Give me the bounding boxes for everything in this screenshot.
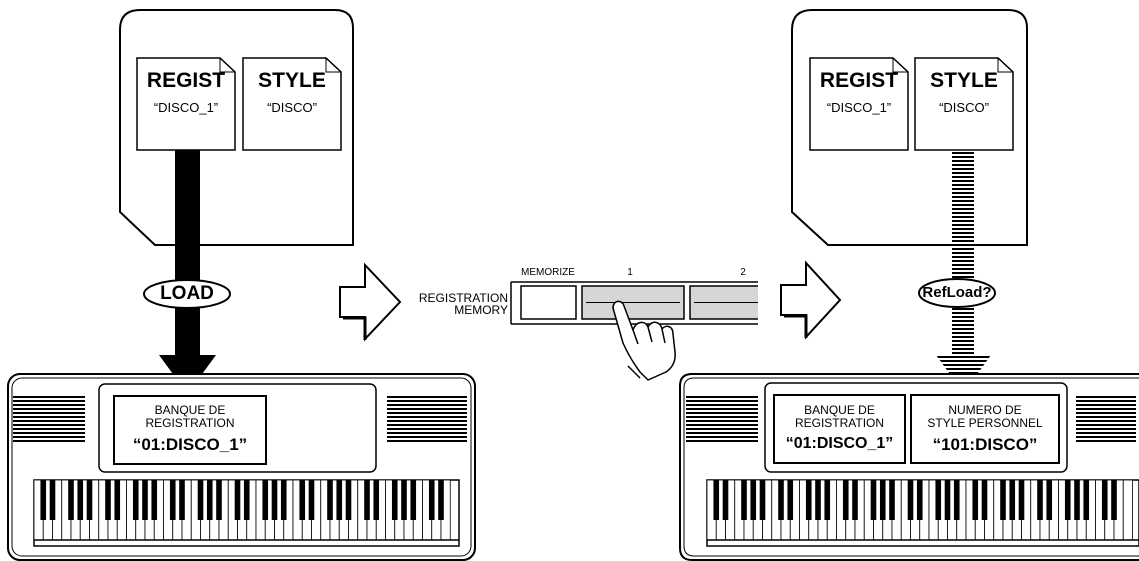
black-key: [105, 480, 111, 520]
black-key: [133, 480, 139, 520]
black-key: [972, 480, 978, 520]
display-value: “01:DISCO_1”: [114, 436, 266, 453]
display-label: BANQUE DE REGISTRATION: [774, 404, 905, 430]
document-name: “DISCO”: [243, 101, 341, 114]
button-2-label: 2: [733, 268, 753, 278]
black-key: [216, 480, 222, 520]
black-key: [327, 480, 333, 520]
document-name: “DISCO_1”: [810, 101, 908, 114]
black-key: [87, 480, 93, 520]
black-key: [281, 480, 287, 520]
black-key: [1074, 480, 1080, 520]
black-key: [871, 480, 877, 520]
black-key: [207, 480, 213, 520]
black-key: [815, 480, 821, 520]
registration-button-2[interactable]: [690, 286, 758, 319]
piano-keys-left: [34, 480, 459, 546]
display-label-line2: STYLE PERSONNEL: [911, 417, 1059, 430]
piano-keys-right: [707, 480, 1139, 546]
keyboard-right: [680, 374, 1139, 560]
black-key: [309, 480, 315, 520]
right-arrow-1: [340, 265, 400, 340]
black-key: [262, 480, 268, 520]
black-key: [68, 480, 74, 520]
display-value: “101:DISCO”: [911, 436, 1059, 453]
black-key: [1102, 480, 1108, 520]
black-key: [244, 480, 250, 520]
black-key: [142, 480, 148, 520]
black-key: [429, 480, 435, 520]
black-key: [235, 480, 241, 520]
black-key: [364, 480, 370, 520]
black-key: [917, 480, 923, 520]
memorize-button[interactable]: [521, 286, 576, 319]
document-title: STYLE: [915, 70, 1013, 91]
document-title: REGIST: [137, 70, 235, 91]
registration-button-1[interactable]: [582, 286, 684, 319]
black-key: [179, 480, 185, 520]
registration-memory-label: REGISTRATION MEMORY: [400, 292, 508, 316]
black-key: [392, 480, 398, 520]
black-key: [336, 480, 342, 520]
black-key: [935, 480, 941, 520]
black-key: [741, 480, 747, 520]
black-key: [1111, 480, 1117, 520]
black-key: [1083, 480, 1089, 520]
black-key: [1037, 480, 1043, 520]
display-label: BANQUE DE REGISTRATION: [114, 404, 266, 430]
right-arrow-2: [781, 263, 840, 338]
black-key: [299, 480, 305, 520]
black-key: [401, 480, 407, 520]
load-label: LOAD: [144, 284, 230, 303]
black-key: [151, 480, 157, 520]
black-key: [1000, 480, 1006, 520]
refload-label: RefLoad?: [919, 285, 995, 300]
registration-memory-line2: MEMORY: [400, 304, 508, 316]
black-key: [843, 480, 849, 520]
black-key: [750, 480, 756, 520]
black-key: [778, 480, 784, 520]
keyboard-left: [8, 374, 475, 560]
black-key: [114, 480, 120, 520]
black-key: [438, 480, 444, 520]
black-key: [880, 480, 886, 520]
black-key: [908, 480, 914, 520]
display-label-line2: REGISTRATION: [114, 417, 266, 430]
black-key: [373, 480, 379, 520]
black-key: [723, 480, 729, 520]
display-value: “01:DISCO_1”: [774, 436, 905, 452]
black-key: [410, 480, 416, 520]
black-key: [954, 480, 960, 520]
memorize-label: MEMORIZE: [512, 268, 584, 278]
black-key: [1009, 480, 1015, 520]
black-key: [40, 480, 46, 520]
black-key: [889, 480, 895, 520]
black-key: [760, 480, 766, 520]
button-1-label: 1: [620, 268, 640, 278]
black-key: [1065, 480, 1071, 520]
black-key: [50, 480, 56, 520]
black-key: [170, 480, 176, 520]
black-key: [1046, 480, 1052, 520]
document-title: STYLE: [243, 70, 341, 91]
black-key: [945, 480, 951, 520]
black-key: [806, 480, 812, 520]
black-key: [824, 480, 830, 520]
black-key: [1019, 480, 1025, 520]
document-name: “DISCO”: [915, 101, 1013, 114]
black-key: [198, 480, 204, 520]
white-key: [1123, 480, 1132, 540]
black-key: [77, 480, 83, 520]
display-label-line2: REGISTRATION: [774, 417, 905, 430]
black-key: [982, 480, 988, 520]
black-key: [713, 480, 719, 520]
black-key: [272, 480, 278, 520]
black-key: [787, 480, 793, 520]
display-label: NUMERO DE STYLE PERSONNEL: [911, 404, 1059, 430]
document-title: REGIST: [810, 70, 908, 91]
document-name: “DISCO_1”: [137, 101, 235, 114]
black-key: [346, 480, 352, 520]
black-key: [852, 480, 858, 520]
